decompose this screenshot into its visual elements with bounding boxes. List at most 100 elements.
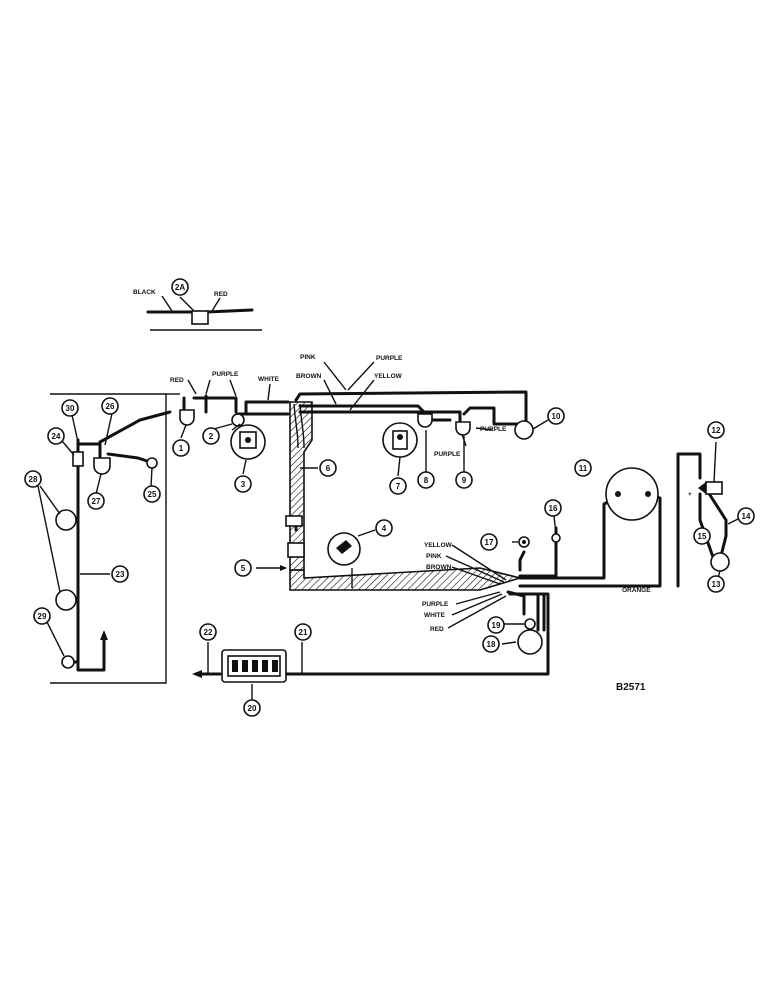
callout-19: 19 [487, 616, 505, 634]
svg-text:7: 7 [396, 482, 401, 491]
main-harness [182, 390, 528, 591]
label-pink-top: PINK [300, 354, 316, 361]
callout-2a: 2A [171, 278, 189, 296]
svg-text:1: 1 [179, 444, 184, 453]
unit-19 [524, 618, 536, 630]
svg-text:13: 13 [712, 580, 721, 589]
label-brown-top: BROWN [296, 373, 322, 380]
label-white-top: WHITE [258, 376, 280, 383]
lamp-25 [146, 457, 158, 469]
left-panel [37, 393, 180, 684]
callout-5: 5 [234, 559, 252, 577]
svg-text:4: 4 [382, 524, 387, 533]
callout-2: 2 [202, 427, 220, 445]
lamp-9 [455, 421, 471, 436]
left-panel-frame [50, 393, 167, 684]
svg-text:26: 26 [106, 402, 115, 411]
label-black: BLACK [133, 289, 156, 296]
lamp-8 [417, 413, 433, 428]
callout-21: 21 [294, 623, 312, 641]
svg-text:3: 3 [241, 480, 246, 489]
callout-29: 29 [33, 607, 51, 625]
callout-20: 20 [243, 699, 261, 717]
label-red-left: RED [170, 377, 184, 384]
callout-17: 17 [480, 533, 498, 551]
svg-text:15: 15 [698, 532, 707, 541]
svg-text:2A: 2A [175, 283, 185, 292]
svg-text:18: 18 [487, 640, 496, 649]
label-yellow-bottom: YELLOW [424, 542, 453, 549]
svg-text:27: 27 [92, 497, 101, 506]
callout-9: 9 [455, 471, 473, 489]
callout-12: 12 [707, 421, 725, 439]
connector-5 [287, 542, 305, 558]
callout-6: 6 [319, 459, 337, 477]
callout-16: 16 [544, 499, 562, 517]
arrow-left-icon [192, 670, 202, 678]
label-red-bottom: RED [430, 626, 444, 633]
wire-21 [284, 630, 550, 676]
callout-14: 14 [737, 507, 755, 525]
callout-1: 1 [172, 439, 190, 457]
callout-22: 22 [199, 623, 217, 641]
svg-text:21: 21 [299, 628, 308, 637]
callout-8: 8 [417, 471, 435, 489]
lamp-28-upper [55, 509, 77, 531]
label-orange: ORANGE [622, 587, 651, 594]
unit-18 [517, 629, 543, 655]
wire-to-11 [518, 496, 618, 580]
label-brown-bottom: BROWN [426, 564, 452, 571]
wire-battery-cable [676, 452, 702, 588]
svg-text:12: 12 [712, 426, 721, 435]
callout-15: 15 [693, 527, 711, 545]
components-right: + - [501, 441, 741, 655]
inset-2a: BLACK RED [133, 289, 262, 331]
lamp-29 [61, 655, 75, 669]
components-center [327, 413, 549, 566]
label-purple-top: PURPLE [376, 355, 403, 362]
svg-text:11: 11 [579, 464, 588, 473]
callout-18: 18 [482, 635, 500, 653]
svg-text:17: 17 [485, 538, 494, 547]
wire-white [244, 400, 290, 416]
svg-text:2: 2 [209, 432, 214, 441]
svg-text:24: 24 [52, 432, 61, 441]
flasher-27 [93, 457, 111, 475]
svg-text:8: 8 [424, 476, 429, 485]
drawing-reference: B2571 [616, 682, 646, 693]
callout-27: 27 [87, 492, 105, 510]
callout-28: 28 [24, 470, 42, 488]
callout-11: 11 [574, 459, 592, 477]
relay-12 [705, 481, 723, 495]
svg-text:29: 29 [38, 612, 47, 621]
callouts: 2A 1 2 3 4 5 6 7 8 9 10 11 12 13 14 15 1… [24, 278, 755, 717]
wire-purple-right [462, 406, 520, 426]
label-purple-bottom: PURPLE [422, 601, 449, 608]
wire-purple-1 [192, 396, 238, 414]
wire-labels: RED PURPLE WHITE PINK PURPLE BROWN YELLO… [170, 354, 651, 633]
callout-26: 26 [101, 397, 119, 415]
label-yellow-top: YELLOW [374, 373, 403, 380]
inset-connector [191, 310, 209, 325]
callout-30: 30 [61, 399, 79, 417]
callout-10: 10 [547, 407, 565, 425]
svg-text:25: 25 [148, 490, 157, 499]
callout-7: 7 [389, 477, 407, 495]
switch-1 [179, 409, 195, 426]
switch-2 [231, 413, 245, 427]
callout-4: 4 [375, 519, 393, 537]
svg-text:10: 10 [552, 412, 561, 421]
callout-25: 25 [143, 485, 161, 503]
wire-yellow [298, 410, 462, 426]
callout-23: 23 [111, 565, 129, 583]
callout-13: 13 [707, 575, 725, 593]
battery-minus-sign: - [698, 501, 700, 508]
motor-13 [710, 552, 730, 572]
svg-text:23: 23 [116, 570, 125, 579]
svg-text:19: 19 [492, 621, 501, 630]
svg-text:9: 9 [462, 476, 467, 485]
inset-red-wire [205, 308, 254, 314]
label-purple-right-2: PURPLE [480, 426, 507, 433]
svg-text:28: 28 [29, 475, 38, 484]
